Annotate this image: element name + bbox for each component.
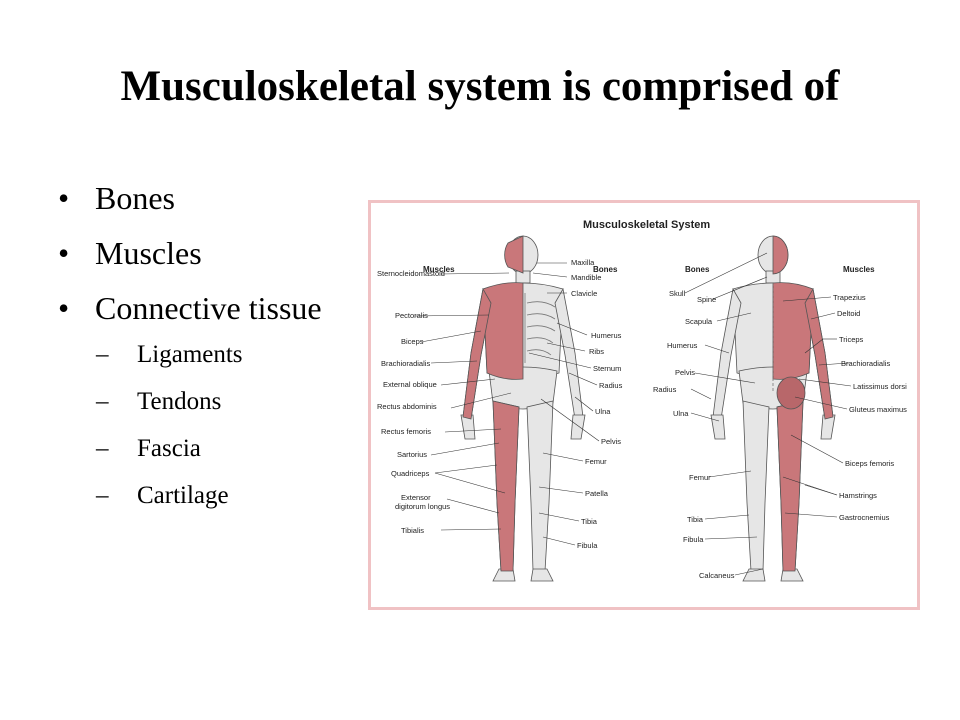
sub-bullet-text: Fascia [137, 435, 201, 462]
label-ulna-front: Ulna [595, 407, 611, 416]
dash-glyph: – [96, 341, 109, 368]
label-brachioradialis-back: Brachioradialis [841, 359, 891, 368]
label-brachioradialis: Brachioradialis [381, 359, 431, 368]
label-hamstrings: Hamstrings [839, 491, 877, 500]
label-mandible: Mandible [571, 273, 602, 282]
label-radius-back: Radius [653, 385, 677, 394]
label-rectus-femoris: Rectus femoris [381, 427, 432, 436]
label-deltoid: Deltoid [837, 309, 861, 318]
label-skull: Skull [669, 289, 686, 298]
label-pelvis-front: Pelvis [601, 437, 622, 446]
bullet-glyph: • [58, 180, 70, 216]
bullet-glyph: • [58, 290, 70, 326]
back-muscles-heading: Muscles [843, 265, 875, 274]
label-scapula: Scapula [685, 317, 713, 326]
label-sartorius: Sartorius [397, 450, 428, 459]
front-muscles-heading: Muscles [423, 265, 455, 274]
back-bones-heading: Bones [685, 265, 710, 274]
label-tibia-back: Tibia [687, 515, 703, 524]
bullet-text: Connective tissue [95, 290, 322, 326]
label-femur-back: Femur [689, 473, 711, 482]
label-gastrocnemius: Gastrocnemius [839, 513, 890, 522]
bullet-item: • Bones [58, 176, 322, 231]
bullet-item: • Connective tissue [58, 286, 322, 341]
label-sternocleidomastoid: Sternocleidomastoid [377, 269, 445, 278]
sub-bullet-item: – Cartilage [96, 479, 243, 526]
label-biceps: Biceps [401, 337, 424, 346]
slide-title: Musculoskeletal system is comprised of [120, 63, 840, 110]
label-ulna-back: Ulna [673, 409, 689, 418]
sub-bullet-item: – Ligaments [96, 338, 243, 385]
sub-bullet-item: – Tendons [96, 385, 243, 432]
dash-glyph: – [96, 435, 109, 462]
label-fibula-front: Fibula [577, 541, 598, 550]
label-fibula-back: Fibula [683, 535, 704, 544]
label-external-oblique: External oblique [383, 380, 437, 389]
label-spine: Spine [697, 295, 717, 304]
label-sternum: Sternum [593, 364, 622, 373]
label-tibia-front: Tibia [581, 517, 597, 526]
label-femur-front: Femur [585, 457, 607, 466]
bullet-text: Muscles [95, 235, 202, 271]
label-triceps: Triceps [839, 335, 864, 344]
dash-glyph: – [96, 388, 109, 415]
bullet-text: Bones [95, 180, 175, 216]
label-humerus-front: Humerus [591, 331, 622, 340]
sub-bullet-list: – Ligaments – Tendons – Fascia – Cartilage [96, 338, 243, 526]
label-pelvis-back: Pelvis [675, 368, 696, 377]
label-patella: Patella [585, 489, 608, 498]
figure-title: Musculoskeletal System [583, 219, 711, 231]
label-quadriceps: Quadriceps [391, 469, 430, 478]
label-maxilla: Maxilla [571, 258, 595, 267]
label-calcaneus: Calcaneus [699, 571, 735, 580]
musculoskeletal-figure: Musculoskeletal System Muscles Bones Bon… [368, 200, 920, 610]
sub-bullet-item: – Fascia [96, 432, 243, 479]
label-clavicle: Clavicle [571, 289, 598, 298]
bullet-item: • Muscles [58, 231, 322, 286]
label-gluteus-maximus: Gluteus maximus [849, 405, 907, 414]
front-bones-heading: Bones [593, 265, 618, 274]
label-rectus-abdominis: Rectus abdominis [377, 402, 437, 411]
bullet-glyph: • [58, 235, 70, 271]
label-trapezius: Trapezius [833, 293, 866, 302]
anatomy-illustration [414, 235, 852, 582]
label-radius-front: Radius [599, 381, 623, 390]
label-digitorum-longus: digitorum longus [395, 502, 451, 511]
sub-bullet-text: Cartilage [137, 482, 229, 509]
sub-bullet-text: Tendons [137, 388, 222, 415]
label-humerus-back: Humerus [667, 341, 698, 350]
label-extensor: Extensor [401, 493, 431, 502]
label-pectoralis: Pectoralis [395, 311, 428, 320]
dash-glyph: – [96, 482, 109, 509]
label-biceps-femoris: Biceps femoris [845, 459, 895, 468]
label-ribs: Ribs [589, 347, 605, 356]
bullet-list: • Bones • Muscles • Connective tissue [58, 176, 322, 341]
sub-bullet-text: Ligaments [137, 341, 243, 368]
label-latissimus-dorsi: Latissimus dorsi [853, 382, 907, 391]
label-tibialis: Tibialis [401, 526, 425, 535]
